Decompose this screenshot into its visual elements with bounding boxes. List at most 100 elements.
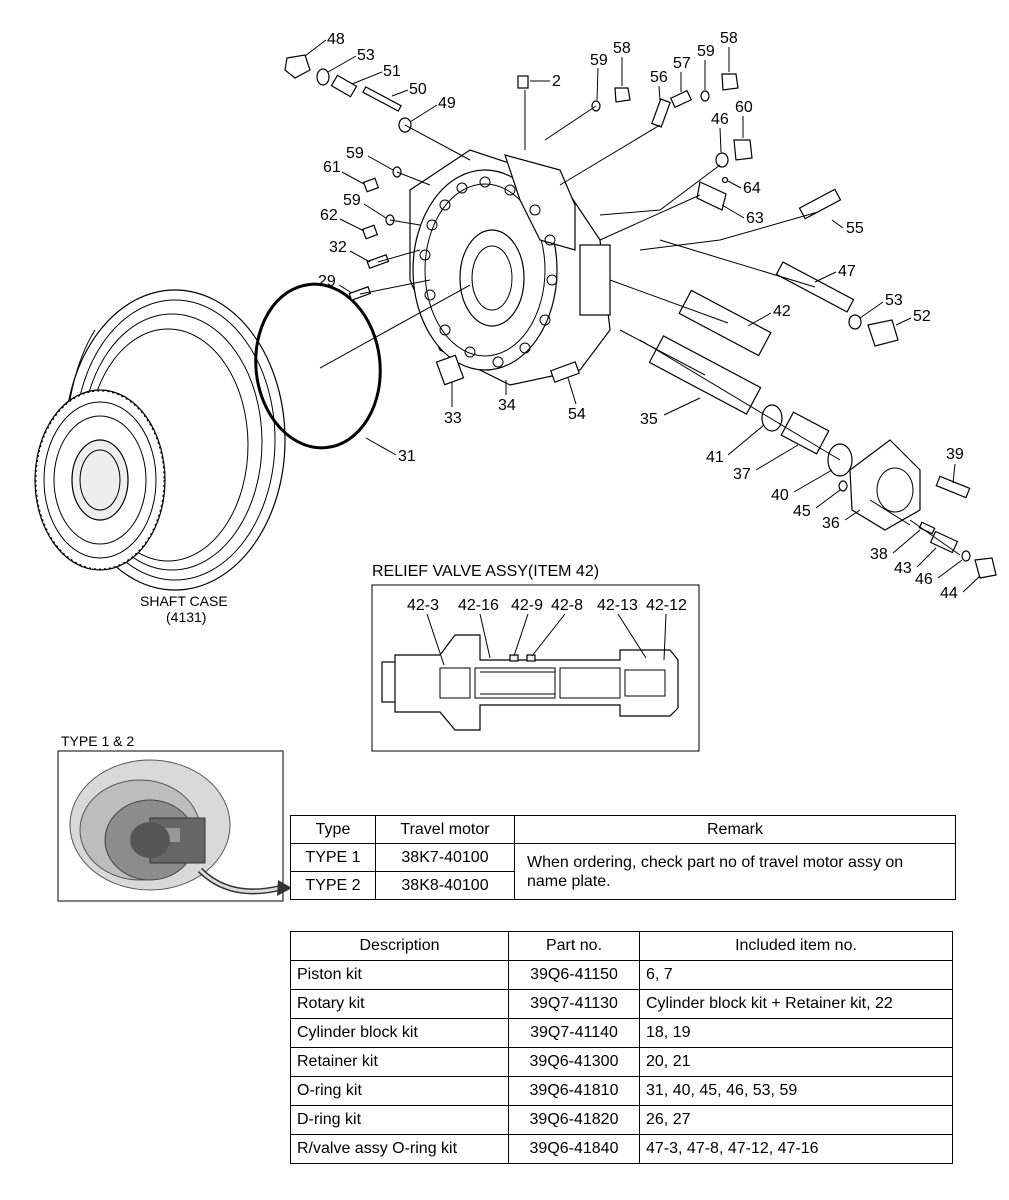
type-header: Type <box>290 815 376 844</box>
included-items-cell: 47-3, 47-8, 47-12, 47-16 <box>639 1134 953 1164</box>
relief-valve-labels: 42-3 42-16 42-9 42-8 42-13 42-12 <box>407 597 687 666</box>
table-row: Rotary kit 39Q7-41130 Cylinder block kit… <box>290 989 953 1019</box>
plug-62 <box>361 224 379 240</box>
callout-51: 51 <box>383 63 401 80</box>
table-row: TYPE 2 38K8-40100 <box>290 871 956 900</box>
o-ring-31 <box>254 282 382 450</box>
pin-29 <box>348 286 372 302</box>
shaft-case-code: (4131) <box>166 609 206 625</box>
callout-45: 45 <box>793 503 811 520</box>
included-items-cell: 6, 7 <box>639 960 953 990</box>
bolt-54 <box>549 361 581 383</box>
callout-55: 55 <box>846 220 864 237</box>
callout-37: 37 <box>733 466 751 483</box>
callout-63: 63 <box>746 210 764 227</box>
callout-32: 32 <box>329 239 347 256</box>
table-row: R/valve assy O-ring kit 39Q6-41840 47-3,… <box>290 1134 953 1164</box>
part-no-cell: 39Q7-41140 <box>508 1018 640 1048</box>
plug-60 <box>733 139 753 161</box>
bolt-55 <box>798 188 842 220</box>
pin-50 <box>362 86 402 112</box>
spool-56 <box>651 98 671 128</box>
type-inset-title: TYPE 1 & 2 <box>61 733 134 749</box>
shaft-case-drawing <box>34 289 286 591</box>
callout-31: 31 <box>398 448 416 465</box>
description-cell: Piston kit <box>290 960 509 990</box>
plug-52 <box>867 319 899 347</box>
plug-58-a <box>614 87 631 103</box>
travel-motor-photo <box>69 759 231 891</box>
callout-59-left-a: 59 <box>346 145 364 162</box>
callout-43: 43 <box>894 560 912 577</box>
remark-header: Remark <box>514 815 956 844</box>
callout-50: 50 <box>409 81 427 98</box>
callout-56: 56 <box>650 69 668 86</box>
plug-58-b <box>721 73 739 91</box>
travel-motor-header: Travel motor <box>375 815 515 844</box>
spring-51 <box>330 74 358 98</box>
callout-58-b: 58 <box>720 30 738 47</box>
callout-64: 64 <box>743 180 761 197</box>
description-cell: Retainer kit <box>290 1047 509 1077</box>
plug-2 <box>517 75 529 89</box>
callout-52: 52 <box>913 308 931 325</box>
included-items-cell: Cylinder block kit + Retainer kit, 22 <box>639 989 953 1019</box>
pin-32 <box>366 254 390 270</box>
spring-37 <box>780 411 830 455</box>
rv-label-42-3: 42-3 <box>407 597 439 614</box>
callout-53: 53 <box>357 47 375 64</box>
plug-48 <box>284 54 311 79</box>
description-cell: Cylinder block kit <box>290 1018 509 1048</box>
plate-63 <box>696 181 727 211</box>
relief-valve-42 <box>678 289 772 357</box>
part-no-cell: 39Q6-41810 <box>508 1076 640 1106</box>
description-cell: D-ring kit <box>290 1105 509 1135</box>
type-cell: TYPE 1 <box>290 843 376 872</box>
relief-valve-section <box>381 634 679 731</box>
table-row: O-ring kit 39Q6-41810 31, 40, 45, 46, 53… <box>290 1076 953 1106</box>
rv-label-42-16: 42-16 <box>458 597 499 614</box>
plug-61 <box>362 177 380 193</box>
included-items-cell: 20, 21 <box>639 1047 953 1077</box>
callout-53-right: 53 <box>885 292 903 309</box>
callout-35: 35 <box>640 411 658 428</box>
rv-label-42-9: 42-9 <box>511 597 543 614</box>
callout-59-top: 59 <box>590 52 608 69</box>
description-cell: R/valve assy O-ring kit <box>290 1134 509 1164</box>
motor-cell: 38K8-40100 <box>375 871 515 900</box>
included-items-header: Included item no. <box>639 931 953 961</box>
o-ring-53-top <box>316 68 330 86</box>
callout-46-bottom: 46 <box>915 571 933 588</box>
callout-49: 49 <box>438 95 456 112</box>
callout-42: 42 <box>773 303 791 320</box>
callout-labels: 48 53 51 50 49 2 59 58 56 57 59 58 46 60… <box>304 30 981 602</box>
spring-43 <box>929 530 959 554</box>
callout-34: 34 <box>498 397 516 414</box>
callout-62: 62 <box>320 207 338 224</box>
callout-54: 54 <box>568 406 586 423</box>
callout-59-left-b: 59 <box>343 192 361 209</box>
rv-label-42-12: 42-12 <box>646 597 687 614</box>
part-no-header: Part no. <box>508 931 640 961</box>
callout-59-right: 59 <box>697 43 715 60</box>
table-row: Retainer kit 39Q6-41300 20, 21 <box>290 1047 953 1077</box>
callout-61: 61 <box>323 159 341 176</box>
plug-44 <box>974 557 997 579</box>
type-cell: TYPE 2 <box>290 871 376 900</box>
callout-40: 40 <box>771 487 789 504</box>
included-items-cell: 26, 27 <box>639 1105 953 1135</box>
callout-60: 60 <box>735 99 753 116</box>
callout-29: 29 <box>318 273 336 290</box>
callout-44: 44 <box>940 585 958 602</box>
callout-2: 2 <box>552 73 561 90</box>
pin-64 <box>721 176 729 184</box>
included-items-cell: 31, 40, 45, 46, 53, 59 <box>639 1076 953 1106</box>
table-row: TYPE 1 38K7-40100 When ordering, check p… <box>290 843 956 900</box>
callout-46-top: 46 <box>711 111 729 128</box>
o-ring-53-right <box>848 314 862 330</box>
callout-47: 47 <box>838 263 856 280</box>
ring-41 <box>761 404 783 432</box>
callout-57: 57 <box>673 55 691 72</box>
table-row: Piston kit 39Q6-41150 6, 7 <box>290 960 953 990</box>
